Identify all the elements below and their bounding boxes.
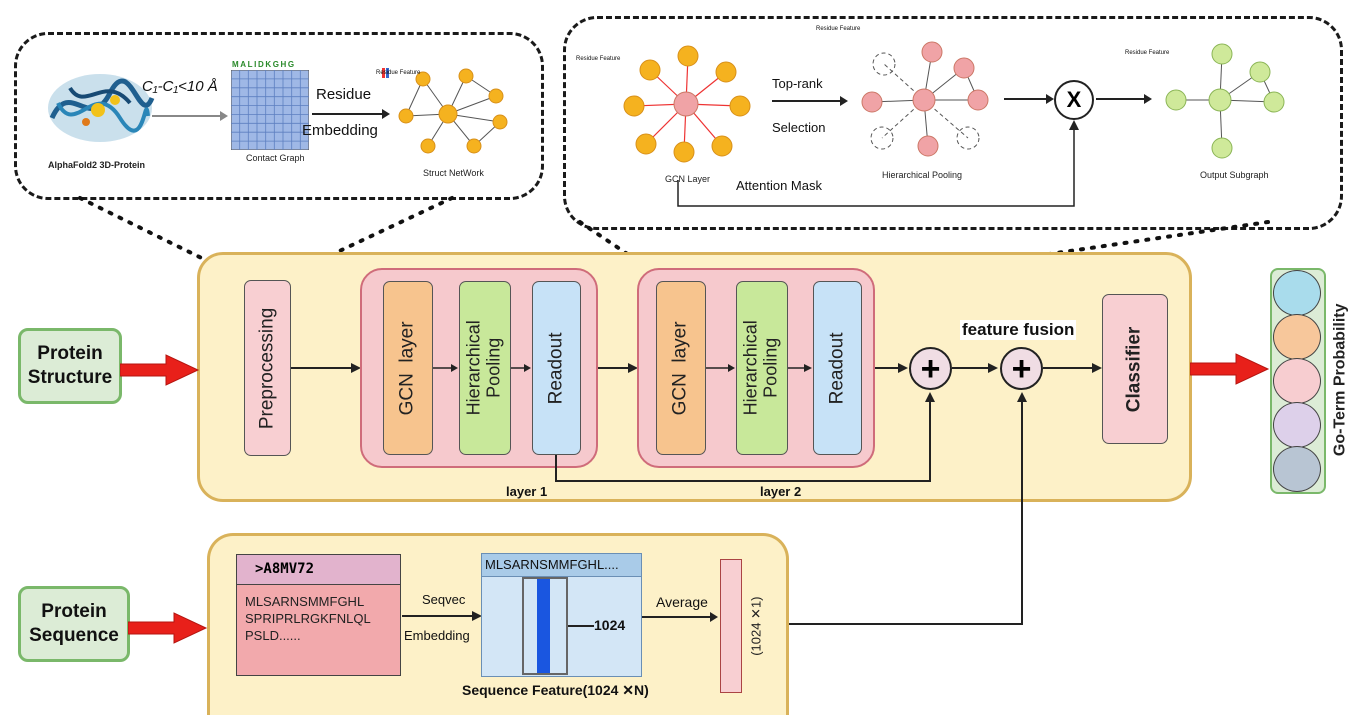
- multiply-node: X: [1054, 80, 1094, 120]
- output-circle-3: [1273, 358, 1321, 404]
- matrix-column-highlight: [522, 577, 568, 675]
- arrow-to-embedding-matrix: [402, 611, 482, 621]
- sequence-text: MLSARNSMMFGHL SPRIPRLRGKFNLQL PSLD......: [245, 594, 371, 643]
- hier-pool-detail-label: Hierarchical Pooling: [882, 170, 963, 180]
- preprocessing-block: Preprocessing: [244, 280, 291, 456]
- output-subgraph-label: Output Subgraph: [1200, 170, 1269, 180]
- sequence-feature-caption: Sequence Feature(1024 ✕N): [462, 682, 649, 698]
- arrow-to-multiply: [1004, 94, 1054, 104]
- protein-sequence-text: Protein Sequence: [29, 601, 119, 646]
- distance-rule: C₁-C₁<10 Å: [142, 78, 218, 95]
- alphafold-label: AlphaFold2 3D-Protein: [48, 160, 146, 170]
- arrow-pre-to-layer1: [291, 363, 361, 373]
- residue-feature-small: Residue Feature: [376, 70, 421, 76]
- layer1-inner-arrows: [433, 364, 531, 372]
- arrow-to-vector: [642, 612, 718, 622]
- layer2-inner-arrows: [706, 364, 812, 372]
- embedding-seq-label: Embedding: [404, 628, 470, 643]
- go-term-label: Go-Term Probability: [1331, 303, 1349, 457]
- embedding-matrix: MLSARNSMMFGHL....: [481, 553, 642, 677]
- vector-label: (1024 ✕1): [748, 596, 764, 656]
- arrow-top-rank: [772, 96, 848, 106]
- red-arrow-structure: [120, 354, 200, 386]
- layer-1-label: layer 1: [506, 484, 548, 499]
- arrow-layer1-to-layer2: [598, 363, 638, 373]
- top-rank-label: Top-rank: [772, 76, 823, 91]
- protein-3d-structure-image: [48, 74, 155, 142]
- classifier-block: Classifier: [1102, 294, 1168, 444]
- gcn-layer-graph: [623, 45, 751, 163]
- residue-feature-label-2: Residue Feature: [816, 26, 861, 32]
- multiply-symbol: X: [1066, 87, 1082, 112]
- struct-network-label: Struct NetWork: [423, 168, 484, 178]
- preprocessing-detail-box: [14, 32, 544, 200]
- feature-fusion-label: feature fusion: [960, 320, 1077, 340]
- residue-feature-label-3: Residue Feature: [1125, 50, 1170, 56]
- average-label: Average: [656, 594, 708, 610]
- vector-label-wrap: (1024 ✕1): [742, 566, 772, 686]
- matrix-header: MLSARNSMMFGHL....: [482, 554, 641, 577]
- matrix-selected-column: [537, 579, 550, 673]
- go-term-label-wrap: Go-Term Probability: [1326, 280, 1354, 480]
- output-subgraph-graph: [1165, 43, 1285, 159]
- sequence-id-header: >A8MV72: [237, 555, 400, 585]
- contact-letters-top: MALIDKGHG: [232, 60, 296, 69]
- readout-1: Readout: [532, 281, 581, 455]
- embedding-label: Embedding: [302, 122, 378, 139]
- output-circle-2: [1273, 314, 1321, 360]
- attention-mask-path: [677, 120, 1079, 207]
- hier-pooling-1: Hierarchical Pooling: [459, 281, 511, 455]
- dim-1024-label: 1024: [594, 617, 626, 633]
- layer-2-label: layer 2: [760, 484, 802, 499]
- residue-feature-label-1: Residue Feature: [576, 56, 621, 62]
- attention-mask-label: Attention Mask: [736, 178, 822, 193]
- plus-node-2: +: [1000, 347, 1043, 390]
- gcn-detail-box: [563, 16, 1343, 230]
- red-arrow-sequence: [128, 612, 208, 644]
- averaged-vector: [720, 559, 742, 693]
- output-circle-5: [1273, 446, 1321, 492]
- red-arrow-output: [1190, 353, 1270, 385]
- dim-line: [568, 625, 594, 627]
- classifier-text: Classifier: [1123, 326, 1145, 412]
- readout-2: Readout: [813, 281, 862, 455]
- selection-label: Selection: [772, 120, 826, 135]
- residue-label: Residue: [316, 86, 372, 103]
- protein-structure-text: Protein Structure: [27, 343, 113, 388]
- sequence-card: >A8MV72 MLSARNSMMFGHL SPRIPRLRGKFNLQL PS…: [236, 554, 401, 676]
- hierarchical-pooling-graph: [861, 41, 989, 157]
- output-circle-1: [1273, 270, 1321, 316]
- arrow-to-contact-graph: [152, 111, 228, 121]
- arrow-to-struct-network: [312, 109, 390, 119]
- gcn-layer-detail-label: GCN Layer: [665, 174, 711, 184]
- plus-node-1: +: [909, 347, 952, 390]
- hier-pooling-2: Hierarchical Pooling: [736, 281, 788, 455]
- gcn-layer-2: GCN layer: [656, 281, 706, 455]
- arrow-to-output-subgraph: [1096, 94, 1152, 104]
- gcn-layer-1: GCN layer: [383, 281, 433, 455]
- output-circle-4: [1273, 402, 1321, 448]
- protein-sequence-input: Protein Sequence: [18, 586, 130, 662]
- seqvec-label: Seqvec: [422, 592, 466, 607]
- contact-graph-grid: [231, 70, 309, 150]
- contact-graph-label: Contact Graph: [246, 153, 305, 163]
- struct-network-graph: [382, 68, 508, 154]
